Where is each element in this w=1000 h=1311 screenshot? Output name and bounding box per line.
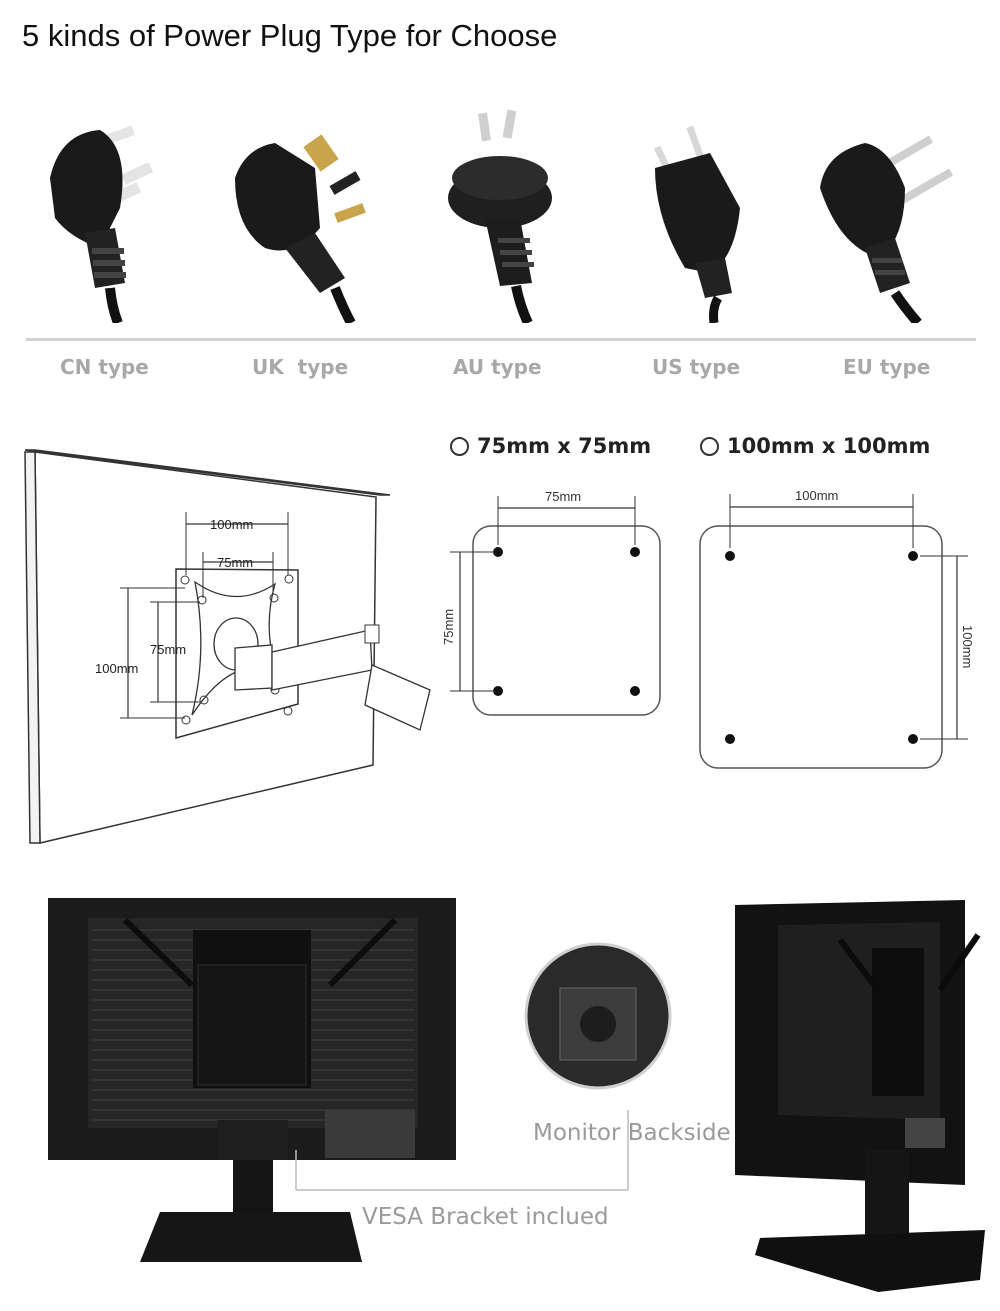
us-plug-icon	[640, 108, 800, 324]
mount-dim-75-top: 75mm	[217, 555, 253, 570]
vesa-diagram: 100mm 75mm 100mm 75mm 75mm 75mm 100mm 10…	[24, 449, 975, 844]
vesa-option-75[interactable]: 75mm x 75mm	[450, 434, 651, 458]
cn-plug-icon	[30, 108, 190, 325]
vesa-bracket-label: VESA Bracket inclued	[362, 1204, 609, 1230]
eu-plug-icon	[810, 108, 970, 327]
monitor-back-photo	[48, 898, 456, 1262]
eu-plug-label: EU type	[843, 355, 931, 379]
uk-plug-label: UK type	[252, 355, 349, 379]
vesa-75-dim-top: 75mm	[545, 489, 581, 504]
au-plug-label: AU type	[453, 355, 542, 379]
cn-plug-label: CN type	[60, 355, 149, 379]
vesa-option-100-label: 100mm x 100mm	[727, 434, 931, 458]
radio-100[interactable]	[700, 436, 719, 456]
page-title: 5 kinds of Power Plug Type for Choose	[22, 18, 558, 53]
product-photos	[48, 898, 985, 1292]
monitor-backside-label: Monitor Backside	[533, 1120, 731, 1146]
mount-dim-75-left: 75mm	[150, 642, 186, 657]
au-plug-icon	[440, 108, 600, 326]
vesa-100-dim-top: 100mm	[795, 488, 838, 503]
vesa-75-diagram	[450, 496, 661, 716]
vesa-75-dim-side: 75mm	[441, 609, 456, 645]
mount-dim-100-left: 100mm	[95, 661, 138, 676]
us-plug-label: US type	[652, 355, 741, 379]
monitor-mount-illustration	[24, 449, 431, 844]
vesa-option-75-label: 75mm x 75mm	[477, 434, 652, 458]
vesa-100-diagram	[699, 494, 968, 769]
monitor-side-photo	[735, 900, 985, 1292]
plug-divider	[26, 338, 976, 341]
vesa-100-dim-side: 100mm	[960, 625, 975, 668]
uk-plug-icon	[225, 108, 385, 326]
monitor-backside-zoom	[524, 942, 672, 1090]
vesa-option-100[interactable]: 100mm x 100mm	[700, 434, 930, 458]
mount-dim-100-top: 100mm	[210, 517, 253, 532]
radio-75[interactable]	[450, 436, 469, 456]
